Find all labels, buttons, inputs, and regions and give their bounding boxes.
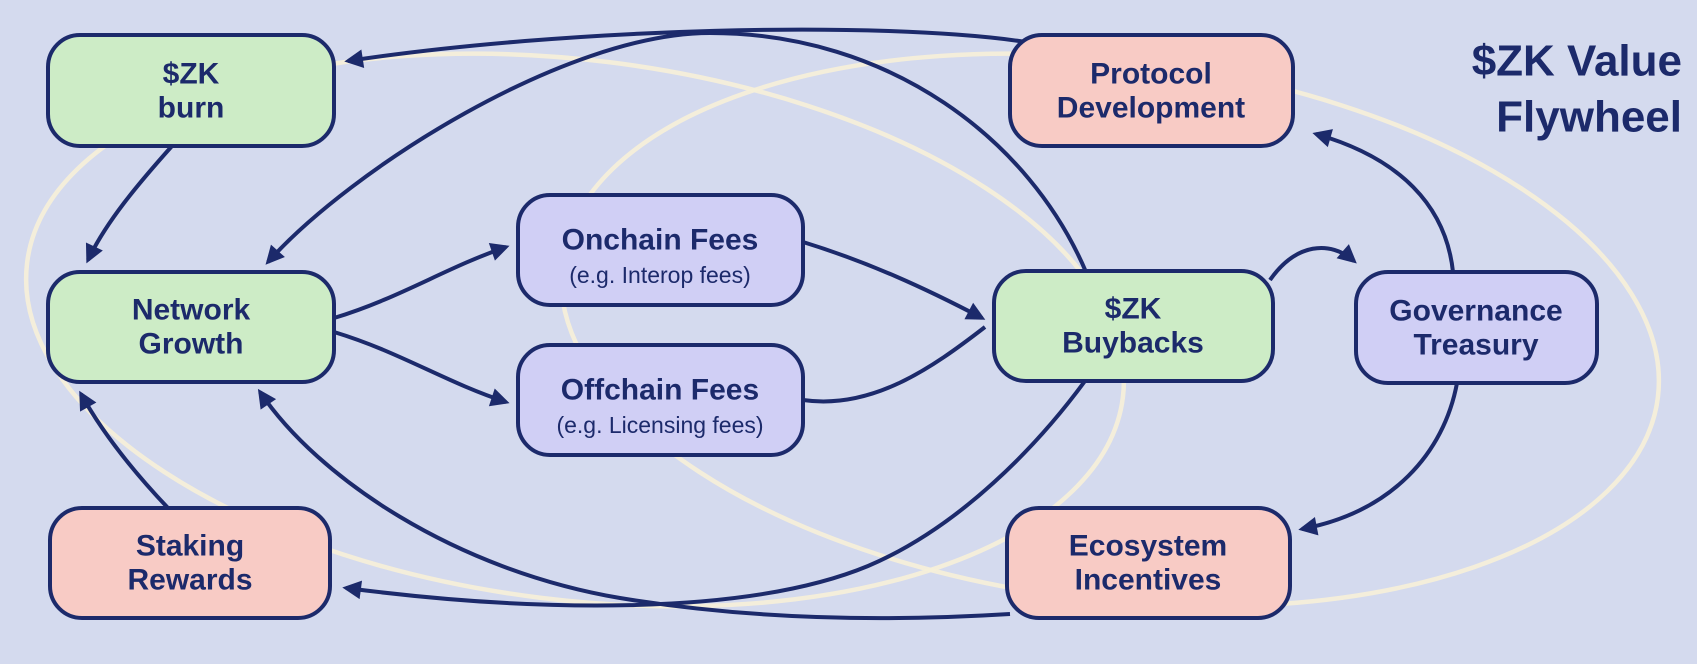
node-protocol-development: Protocol Development (1008, 33, 1295, 148)
edge-offchain-fees-to-zk-buybacks (802, 325, 987, 404)
node-staking-rewards: Staking Rewards (48, 506, 332, 620)
node-ecosystem-incentives-label-line1: Ecosystem (1069, 530, 1227, 563)
diagram-title-line2: Flywheel (1496, 93, 1682, 142)
node-network-growth-label-line1: Network (132, 294, 251, 327)
node-onchain-fees-sublabel: (e.g. Interop fees) (569, 262, 751, 288)
node-offchain-fees-sublabel: (e.g. Licensing fees) (556, 412, 763, 438)
node-governance-treasury-label-line2: Treasury (1413, 329, 1538, 362)
node-zk-burn-label-line1: $ZK (163, 58, 220, 91)
diagram-title: $ZK Value Flywheel (1472, 37, 1682, 142)
node-ecosystem-incentives: Ecosystem Incentives (1005, 506, 1292, 620)
node-offchain-fees-label: Offchain Fees (561, 374, 759, 407)
edge-zk-buybacks-to-staking-rewards (342, 379, 1087, 608)
node-onchain-fees-label: Onchain Fees (562, 224, 759, 257)
node-onchain-fees: Onchain Fees (e.g. Interop fees) (516, 193, 805, 307)
node-staking-rewards-label-line2: Rewards (127, 564, 252, 597)
node-network-growth-label-line2: Growth (139, 328, 244, 361)
node-protocol-development-label-line2: Development (1057, 92, 1245, 125)
edge-ecosystem-incentives-to-network-growth (257, 388, 1011, 621)
edge-network-growth-to-offchain-fees (333, 330, 510, 407)
diagram-title-line1: $ZK Value (1472, 37, 1682, 86)
node-governance-treasury: Governance Treasury (1354, 270, 1599, 385)
node-zk-buybacks-label-line2: Buybacks (1062, 327, 1204, 360)
edge-network-growth-to-onchain-fees (333, 243, 510, 320)
node-zk-buybacks: $ZK Buybacks (992, 269, 1275, 383)
edge-governance-treasury-to-protocol-development (1312, 129, 1455, 273)
node-zk-burn: $ZK burn (46, 33, 336, 148)
node-network-growth: Network Growth (46, 270, 336, 384)
edge-zk-buybacks-to-network-growth (265, 30, 1088, 273)
node-governance-treasury-label-line1: Governance (1389, 295, 1562, 328)
edge-zk-buybacks-to-governance-treasury (1268, 244, 1357, 282)
edge-staking-rewards-to-network-growth (79, 390, 170, 510)
node-zk-burn-label-line2: burn (158, 92, 225, 125)
edge-protocol-development-to-zk-burn (344, 27, 1027, 68)
node-ecosystem-incentives-label-line2: Incentives (1075, 564, 1222, 597)
node-zk-buybacks-label-line1: $ZK (1105, 293, 1162, 326)
flywheel-ellipse-left (23, 51, 1127, 609)
node-staking-rewards-label-line1: Staking (136, 530, 244, 563)
node-protocol-development-label-line1: Protocol (1090, 58, 1212, 91)
node-offchain-fees: Offchain Fees (e.g. Licensing fees) (516, 343, 805, 457)
edge-zk-burn-to-network-growth (85, 144, 174, 264)
edge-governance-treasury-to-ecosystem-incentives (1298, 382, 1459, 536)
edge-onchain-fees-to-zk-buybacks (802, 240, 986, 320)
